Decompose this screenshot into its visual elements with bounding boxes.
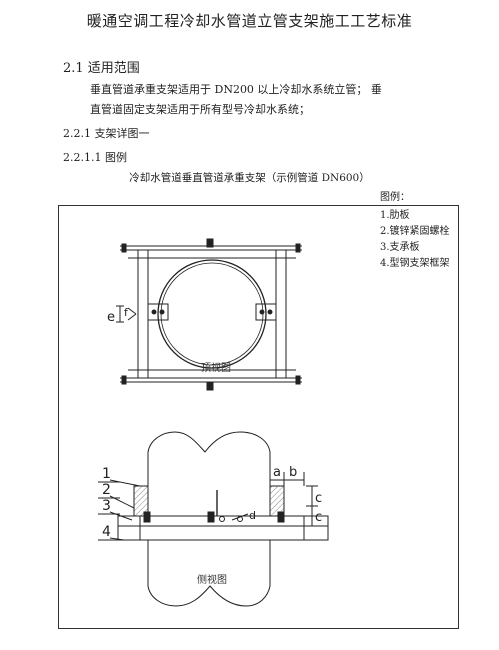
rib-plate-top	[206, 238, 214, 248]
rib-plate-bottom	[206, 381, 214, 391]
pipe-section-circle	[157, 259, 267, 369]
top-view	[116, 238, 302, 391]
dim-e-label: e	[107, 310, 115, 325]
bolt-right	[277, 511, 285, 523]
figure-caption: 冷却水管道垂直管道承重支架（示例管道 DN600）	[129, 172, 370, 184]
dim-b-label: b	[289, 465, 297, 480]
paragraph-line-2: 直管道固定支架适用于所有型号冷却水系统；	[90, 103, 310, 116]
dim-d-label: d	[249, 509, 256, 522]
dim-c-label-lower: c	[315, 510, 322, 525]
dim-f-label: f	[124, 306, 129, 319]
steel-frame	[117, 525, 329, 541]
legend-item-1: 1.肋板	[380, 210, 410, 221]
nut	[219, 516, 225, 522]
legend-item-2: 2.镀锌紧固螺栓	[380, 226, 450, 237]
callout-4-leader	[109, 537, 125, 541]
callout-3: 3	[102, 498, 111, 514]
dim-c-label-upper: c	[315, 491, 322, 506]
beam-end-mark	[121, 243, 127, 253]
callout-4: 4	[102, 524, 111, 540]
pipe-bottom-outline	[147, 540, 271, 607]
subsection-heading: 2.2.1 支架详图一	[63, 127, 150, 140]
subsubsection-heading: 2.2.1.1 图例	[63, 151, 127, 164]
top-view-label: 顶视图	[201, 361, 231, 374]
paragraph-line-1: 垂直管道承重支架适用于 DN200 以上冷却水系统立管； 垂	[90, 83, 382, 96]
side-view	[98, 431, 329, 607]
side-view-label: 侧视图	[197, 573, 227, 586]
pipe-top-outline	[147, 431, 271, 496]
dim-d-leader	[231, 513, 249, 521]
figure-frame	[58, 205, 459, 629]
callout-3-leader	[109, 511, 133, 521]
bolt-left	[143, 511, 151, 523]
document-title: 暖通空调工程冷却水管道立管支架施工工艺标准	[86, 12, 413, 30]
bolt-center	[207, 511, 215, 523]
legend-item-4: 4.型钢支架框架	[380, 258, 450, 269]
dim-a-label: a	[273, 465, 281, 480]
legend-item-3: 3.支承板	[380, 242, 420, 253]
section-heading: 2.1 适用范围	[63, 61, 140, 76]
callout-1-leader	[109, 479, 141, 487]
callout-1: 1	[102, 466, 111, 482]
legend-title: 图例：	[380, 192, 410, 203]
callout-2: 2	[102, 482, 111, 498]
